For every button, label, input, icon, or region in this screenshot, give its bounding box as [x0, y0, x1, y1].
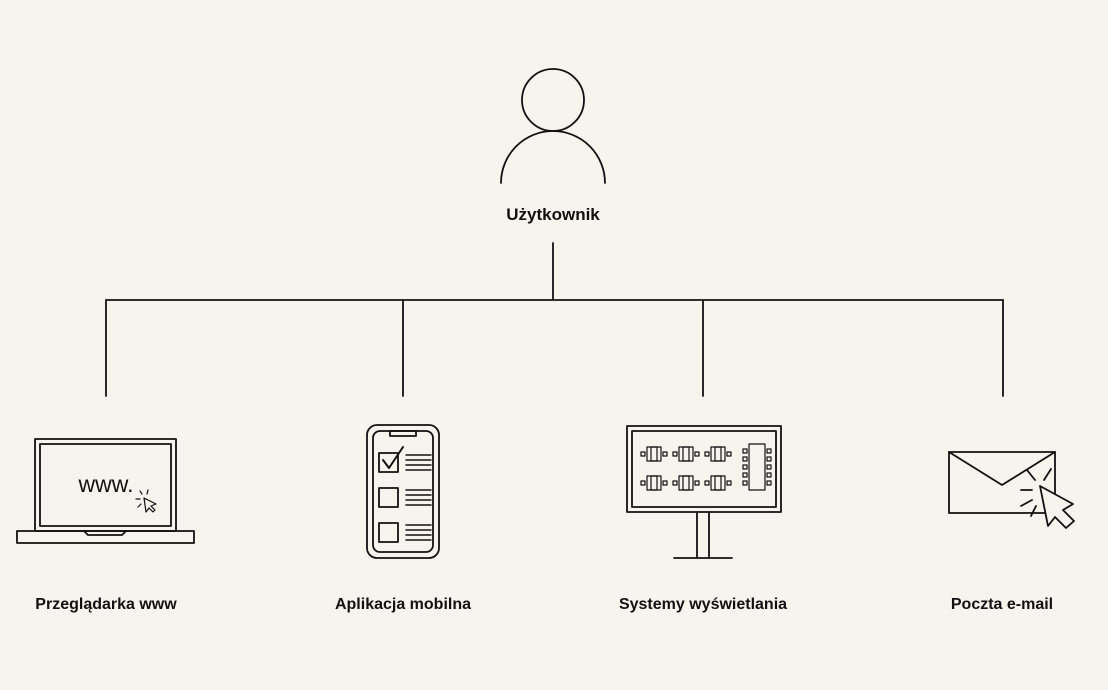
mobile-checklist-icon: [366, 424, 440, 559]
user-icon: [500, 68, 606, 184]
envelope-click-icon: [948, 451, 1075, 529]
node-label-browser: Przeglądarka www: [35, 596, 177, 613]
root-label: Użytkownik: [506, 205, 600, 224]
connector-lines: [105, 242, 1004, 397]
display-monitor-icon: [626, 425, 782, 559]
node-label-display-systems: Systemy wyświetlania: [618, 596, 788, 613]
laptop-icon: [16, 438, 195, 544]
cursor-click-icon: [135, 489, 157, 513]
node-label-mobile-app: Aplikacja mobilna: [334, 596, 472, 613]
node-label-email: Poczta e-mail: [950, 596, 1054, 613]
laptop-screen-text: www.: [78, 471, 134, 497]
seat-layout: [640, 443, 772, 491]
